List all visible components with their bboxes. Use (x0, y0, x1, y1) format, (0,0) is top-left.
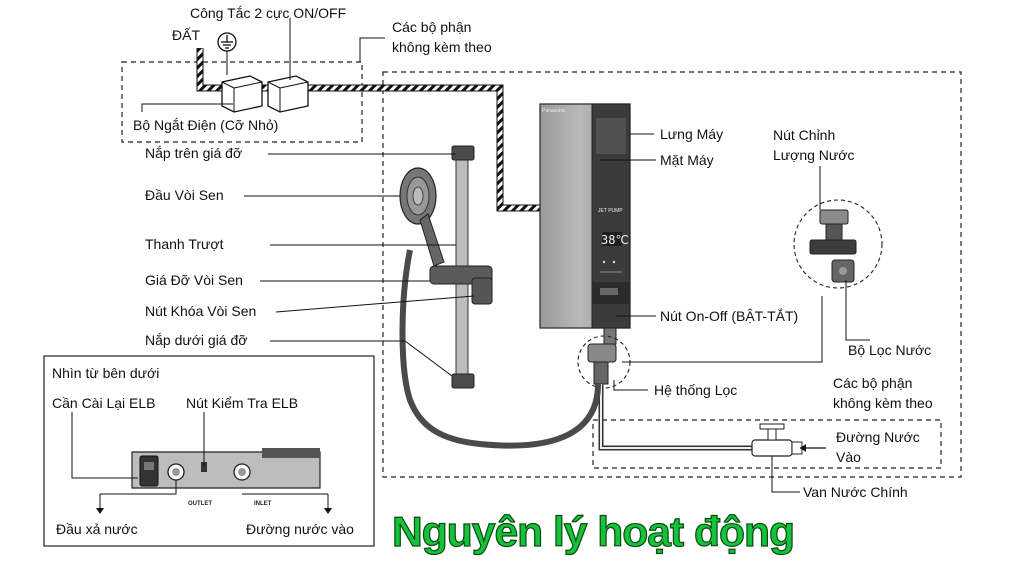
inlet-mark: INLET (254, 501, 272, 507)
filter-fitting (587, 327, 617, 385)
bottom-view-unit (131, 448, 321, 489)
outlet-mark: OUTLET (188, 501, 212, 507)
not-included-top-label-2: không kèm theo (392, 39, 492, 55)
on-off-label: Nút On-Off (BẬT-TẮT) (660, 307, 798, 324)
shower-head-label: Đầu Vòi Sen (145, 187, 224, 203)
breaker-box (221, 75, 263, 113)
breaker-pointer (141, 103, 233, 112)
top-cap-label: Nắp trên giá đỡ (145, 145, 242, 161)
main-valve-label: Van Nước Chính (803, 484, 908, 500)
not-included-box-top (121, 61, 363, 143)
temperature-display: 38℃ (601, 233, 629, 247)
banner-title: Nguyên lý hoạt động (392, 508, 794, 555)
shower-head (399, 167, 445, 267)
ground-label: ĐẤT (172, 27, 200, 43)
slide-bar (429, 145, 493, 389)
elb-reset-label: Cần Cài Lại ELB (52, 395, 156, 411)
inset-title: Nhìn từ bên dưới (52, 365, 159, 381)
back-panel-label: Lưng Máy (660, 126, 723, 142)
inlet-label: Đường nước vào (246, 521, 354, 537)
main-valve-icon (751, 423, 803, 457)
switch-label: Công Tắc 2 cực ON/OFF (190, 5, 346, 21)
front-panel-label: Mặt Máy (660, 152, 714, 168)
not-included-box-bottom (592, 419, 942, 469)
brand-label: Panasonic (542, 108, 566, 114)
water-in-label-1: Đường Nước (836, 429, 920, 445)
shower-hose (399, 249, 601, 449)
flow-knob-zoom-circle (793, 199, 883, 289)
jet-pump-label: JET PUMP (598, 208, 623, 214)
not-included-top-pointer (359, 37, 385, 62)
not-included-bottom-label-1: Các bộ phận (833, 375, 912, 391)
ground-icon (217, 32, 237, 52)
shower-lock-label: Nút Khóa Vòi Sen (145, 303, 256, 319)
shower-holder-label: Giá Đỡ Vòi Sen (145, 272, 243, 288)
breaker-label: Bộ Ngắt Điện (Cỡ Nhỏ) (133, 117, 278, 133)
water-in-label-2: Vào (836, 449, 861, 465)
water-heater-unit (539, 103, 631, 329)
bottom-cap-label: Nắp dưới giá đỡ (145, 332, 247, 348)
flow-knob-label-2: Lượng Nước (773, 147, 854, 163)
not-included-top-label-1: Các bộ phận (392, 19, 471, 35)
outlet-label: Đầu xả nước (56, 521, 138, 537)
bottom-view-inset (43, 355, 375, 547)
flow-knob-detail (809, 209, 857, 283)
slide-bar-label: Thanh Trượt (145, 236, 224, 252)
switch-box (267, 75, 309, 113)
inlet-pipe-core (600, 384, 752, 449)
elb-test-label: Nút Kiểm Tra ELB (186, 395, 298, 411)
installation-area-box (382, 71, 962, 478)
power-cable-hatch (197, 48, 540, 211)
not-included-bottom-label-2: không kèm theo (833, 395, 933, 411)
filter-system-label: Hệ thống Lọc (654, 382, 737, 398)
leader-lines (244, 133, 870, 493)
flow-knob-label-1: Nút Chỉnh (773, 127, 835, 143)
inset-leader-lines (71, 412, 329, 512)
water-filter-label: Bộ Lọc Nước (848, 342, 931, 358)
